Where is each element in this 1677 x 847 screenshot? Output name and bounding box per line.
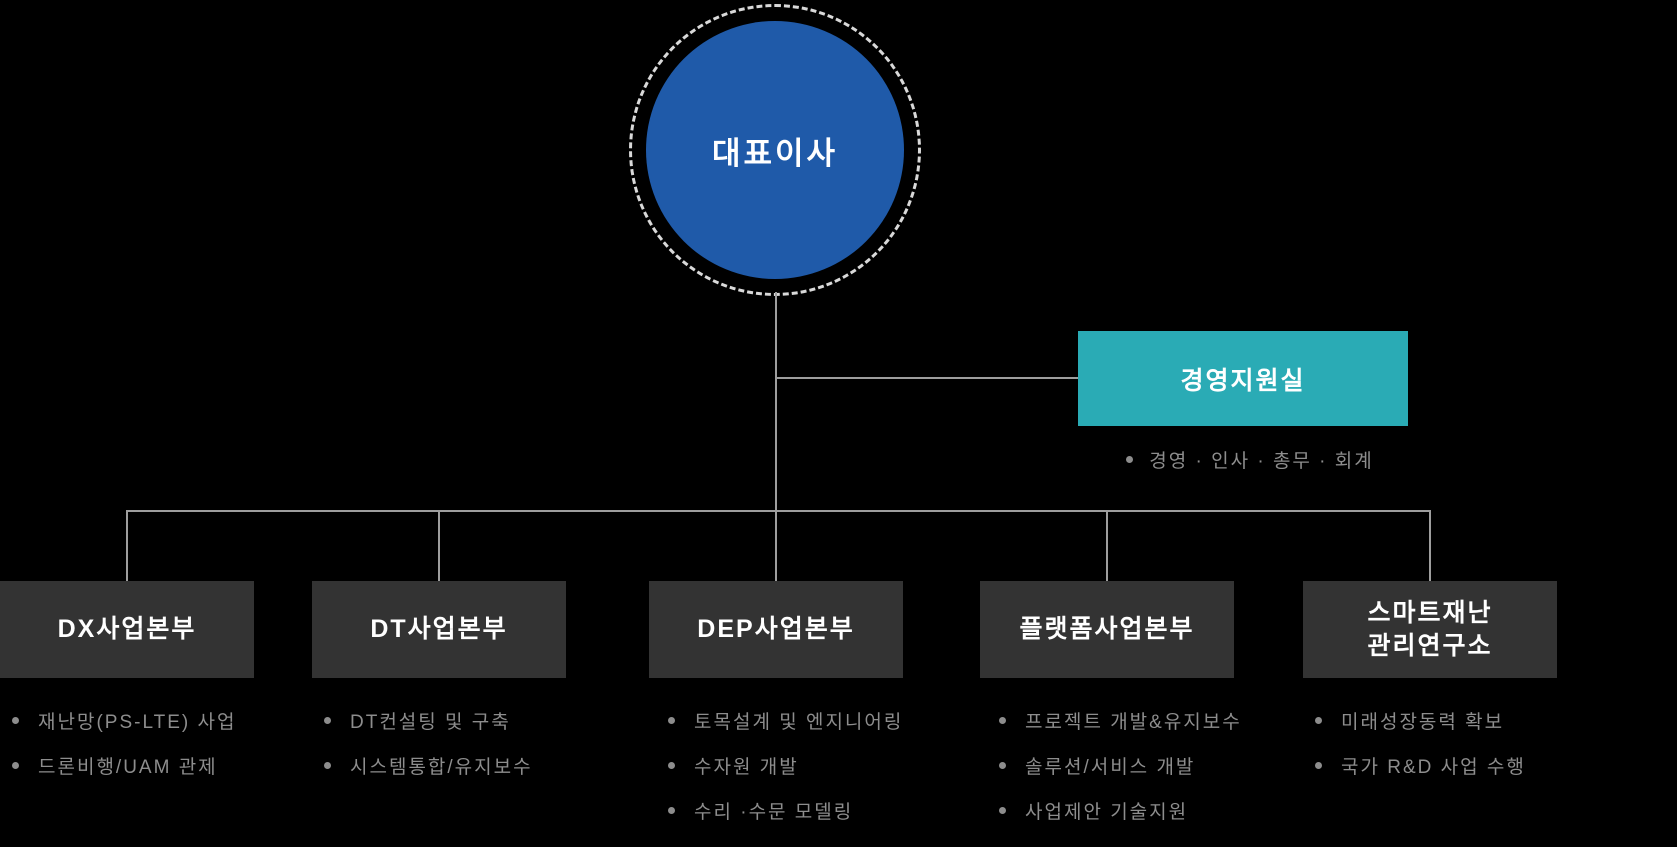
support-office-title: 경영지원실: [1180, 366, 1306, 395]
bullet-dot-icon: [668, 762, 675, 769]
connector-drop-research: [1429, 510, 1431, 581]
bullet-text: 프로젝트 개발&유지보수: [1025, 712, 1242, 733]
bullet-dot-icon: [999, 762, 1006, 769]
bullet-dot-icon: [12, 762, 19, 769]
bullet-dot-icon: [324, 717, 331, 724]
bullet-text: 시스템통합/유지보수: [350, 757, 533, 778]
dept-box-dt: DT사업본부: [312, 581, 566, 678]
bullet-item: 국가 R&D 사업 수행: [1303, 743, 1526, 788]
connector-drop-platform: [1106, 510, 1108, 581]
dept-box-dep: DEP사업본부: [649, 581, 903, 678]
bullet-dot-icon: [668, 807, 675, 814]
bullet-dot-icon: [1126, 456, 1134, 463]
connector-to-support: [776, 377, 1078, 379]
support-office-bullet: 경영 · 인사 · 총무 · 회계: [1080, 446, 1420, 473]
bullet-text: 수리 ·수문 모델링: [694, 802, 854, 823]
bullet-item: 수리 ·수문 모델링: [656, 788, 903, 833]
bullet-item: 미래성장동력 확보: [1303, 698, 1526, 743]
connector-drop-dt: [438, 510, 440, 581]
bullet-text: 국가 R&D 사업 수행: [1341, 757, 1526, 778]
bullet-item: 솔루션/서비스 개발: [987, 743, 1242, 788]
bullet-item: DT컨설팅 및 구축: [312, 698, 533, 743]
support-bullet-text: 경영 · 인사 · 총무 · 회계: [1149, 451, 1374, 472]
bullet-item: 수자원 개발: [656, 743, 903, 788]
connector-drop-dep: [775, 510, 777, 581]
dept-bullets-dep: 토목설계 및 엔지니어링 수자원 개발 수리 ·수문 모델링: [656, 698, 903, 833]
connector-horizontal-bus: [126, 510, 1431, 512]
dept-title-dx: DX사업본부: [57, 615, 197, 644]
dept-bullets-platform: 프로젝트 개발&유지보수 솔루션/서비스 개발 사업제안 기술지원: [987, 698, 1242, 833]
bullet-dot-icon: [1315, 717, 1322, 724]
bullet-item: 사업제안 기술지원: [987, 788, 1242, 833]
connector-drop-dx: [126, 510, 128, 581]
bullet-item: 토목설계 및 엔지니어링: [656, 698, 903, 743]
bullet-text: DT컨설팅 및 구축: [350, 712, 511, 733]
support-office-box: 경영지원실: [1078, 331, 1408, 426]
ceo-label: 대표이사: [711, 135, 839, 171]
bullet-item: 시스템통합/유지보수: [312, 743, 533, 788]
bullet-text: 사업제안 기술지원: [1025, 802, 1189, 823]
bullet-dot-icon: [12, 717, 19, 724]
dept-bullets-dx: 재난망(PS-LTE) 사업 드론비행/UAM 관제: [0, 698, 236, 788]
bullet-item: 재난망(PS-LTE) 사업: [0, 698, 236, 743]
bullet-item: 드론비행/UAM 관제: [0, 743, 236, 788]
bullet-dot-icon: [999, 807, 1006, 814]
bullet-dot-icon: [999, 717, 1006, 724]
dept-title-dep: DEP사업본부: [697, 615, 855, 644]
dept-title-dt: DT사업본부: [370, 615, 508, 644]
dept-box-research: 스마트재난 관리연구소: [1303, 581, 1557, 678]
bullet-text: 드론비행/UAM 관제: [38, 757, 218, 778]
bullet-text: 토목설계 및 엔지니어링: [694, 712, 904, 733]
bullet-text: 재난망(PS-LTE) 사업: [38, 712, 237, 733]
dept-title-research: 스마트재난 관리연구소: [1367, 599, 1493, 660]
dept-box-dx: DX사업본부: [0, 581, 254, 678]
dept-bullets-dt: DT컨설팅 및 구축 시스템통합/유지보수: [312, 698, 533, 788]
connector-vertical-center: [775, 292, 777, 512]
bullet-dot-icon: [324, 762, 331, 769]
bullet-text: 미래성장동력 확보: [1341, 712, 1505, 733]
bullet-item: 프로젝트 개발&유지보수: [987, 698, 1242, 743]
bullet-dot-icon: [1315, 762, 1322, 769]
bullet-text: 수자원 개발: [694, 757, 799, 778]
dept-title-platform: 플랫폼사업본부: [1019, 615, 1195, 644]
bullet-dot-icon: [668, 717, 675, 724]
dept-box-platform: 플랫폼사업본부: [980, 581, 1234, 678]
dept-bullets-research: 미래성장동력 확보 국가 R&D 사업 수행: [1303, 698, 1526, 788]
bullet-text: 솔루션/서비스 개발: [1025, 757, 1196, 778]
ceo-node: 대표이사: [646, 21, 904, 279]
